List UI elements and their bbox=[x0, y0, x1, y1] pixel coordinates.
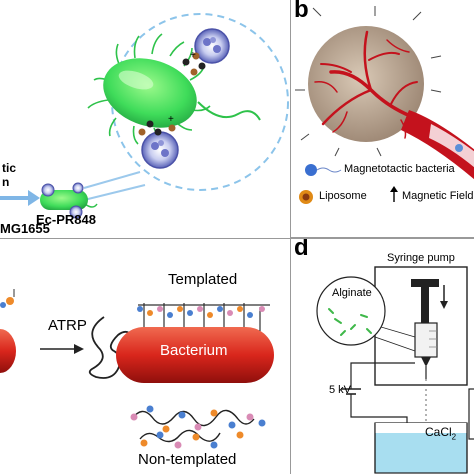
legend-bacteria-icon bbox=[305, 164, 342, 176]
zoomed-liposome-top bbox=[194, 28, 230, 64]
panel-b: b Magnetotactic bacteria Liposome Magnet… bbox=[290, 0, 474, 238]
bacterium-label: Bacterium bbox=[160, 342, 228, 359]
nontemplated-polymer-1 bbox=[131, 409, 255, 427]
svg-text:+: + bbox=[190, 50, 196, 61]
alginate-bacteria bbox=[328, 308, 372, 336]
linker-molecules: + + bbox=[138, 50, 206, 136]
arrow-label-line2: n bbox=[2, 175, 10, 189]
atrp-label: ATRP bbox=[48, 317, 87, 334]
flagellum bbox=[197, 101, 261, 121]
brush-monomers bbox=[137, 306, 265, 318]
templated-label: Templated bbox=[168, 271, 238, 288]
legend-liposome-icon bbox=[299, 190, 313, 204]
cacl2-label: CaCl2 bbox=[425, 425, 456, 441]
panel-d-illustration bbox=[316, 266, 474, 474]
legend-field-label: Magnetic Field bbox=[402, 190, 474, 202]
plunger-head bbox=[411, 279, 439, 287]
small-bacterium bbox=[40, 182, 98, 219]
left-bacterium bbox=[0, 329, 16, 373]
cacl2-text: CaCl bbox=[425, 425, 452, 439]
zoomed-bacterium bbox=[87, 33, 261, 145]
host-label: MG1655 bbox=[0, 221, 50, 236]
panel-b-letter: b bbox=[294, 0, 309, 23]
legend-field-arrow-icon bbox=[390, 186, 398, 202]
push-arrowhead bbox=[440, 301, 448, 309]
magnifier-line-2 bbox=[374, 336, 416, 352]
panel-a-illustration: + + bbox=[0, 13, 289, 219]
magnifier-line-1 bbox=[380, 326, 416, 338]
legend-bacteria-label: Magnetotactic bacteria bbox=[344, 163, 455, 175]
atrp-arrowhead bbox=[74, 344, 84, 354]
panel-a: + + tic n Ec-PR848 MG1655 bbox=[0, 0, 290, 238]
syringe-pump-label: Syringe pump bbox=[387, 252, 455, 264]
syringe-tip bbox=[421, 357, 431, 365]
plunger-rod bbox=[421, 287, 429, 323]
panel-d: d Syringe pump Alginate 5 kV CaCl2 bbox=[290, 238, 474, 474]
polymer-coil bbox=[88, 316, 135, 379]
main-vessel bbox=[401, 110, 474, 180]
panel-c: ATRP Templated Bacterium Non-templated bbox=[0, 238, 290, 474]
panel-d-letter: d bbox=[294, 238, 309, 261]
nontemplated-monomers bbox=[130, 405, 266, 449]
panel-b-illustration bbox=[295, 6, 474, 204]
blood-vessels bbox=[314, 30, 423, 139]
templated-bacterium bbox=[116, 327, 274, 383]
nontemplated-polymer-2 bbox=[139, 429, 221, 443]
wire-top bbox=[350, 362, 415, 389]
bacteria-in-vessel bbox=[455, 144, 463, 152]
panel-c-illustration bbox=[0, 289, 274, 449]
initiator-molecule bbox=[0, 289, 15, 308]
vessel-lumen bbox=[429, 124, 474, 168]
voltage-label: 5 kV bbox=[329, 384, 352, 396]
strain-label: Ec-PR848 bbox=[36, 212, 96, 227]
alginate-magnifier bbox=[316, 276, 386, 346]
conjugation-arrowhead bbox=[28, 190, 40, 206]
svg-text:+: + bbox=[168, 114, 174, 125]
barrel-graduations bbox=[429, 330, 437, 348]
polymer-brushes bbox=[138, 303, 270, 331]
zoom-line-upper bbox=[83, 171, 141, 189]
alginate-label: Alginate bbox=[332, 287, 372, 299]
zoom-line-lower bbox=[83, 184, 146, 201]
side-container bbox=[468, 388, 474, 440]
zoomed-liposome-bottom bbox=[141, 131, 179, 169]
arrow-label-line1: tic bbox=[2, 161, 17, 175]
cacl2-subscript: 2 bbox=[451, 432, 457, 442]
nontemplated-label: Non-templated bbox=[138, 451, 237, 468]
syringe-barrel bbox=[414, 322, 438, 358]
legend-liposome-label: Liposome bbox=[319, 190, 367, 202]
field-arrows bbox=[295, 6, 442, 157]
